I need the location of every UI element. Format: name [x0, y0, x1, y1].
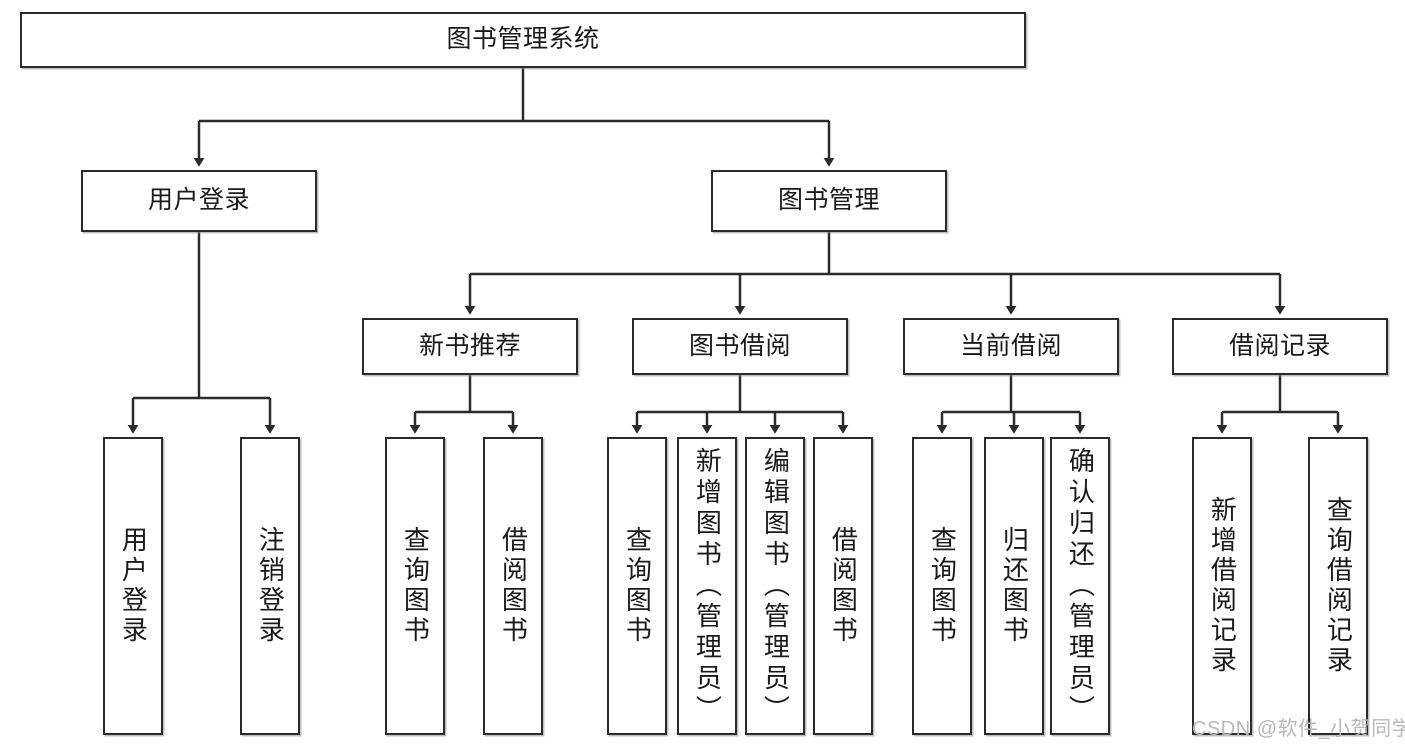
node-leaf-query-book-3[interactable]: 查询图书: [912, 437, 972, 735]
node-leaf-user-logout-label: 注销登录: [255, 526, 286, 646]
node-current-borrow[interactable]: 当前借阅: [903, 318, 1119, 375]
node-new-book-recommend-label: 新书推荐: [418, 331, 521, 360]
node-new-book-recommend[interactable]: 新书推荐: [362, 318, 578, 375]
node-leaf-add-book-admin-label: 新增图书（管理员）: [692, 446, 723, 726]
node-book-manage-label: 图书管理: [777, 186, 880, 215]
node-leaf-query-book-1[interactable]: 查询图书: [385, 437, 445, 735]
node-leaf-add-borrow-record[interactable]: 新增借阅记录: [1192, 437, 1252, 735]
node-leaf-query-borrow-record-label: 查询借阅记录: [1323, 496, 1354, 676]
node-book-borrow-label: 图书借阅: [688, 331, 791, 360]
node-leaf-query-book-1-label: 查询图书: [400, 526, 431, 646]
node-leaf-return-book[interactable]: 归还图书: [984, 437, 1044, 735]
node-borrow-record-label: 借阅记录: [1228, 331, 1331, 360]
node-current-borrow-label: 当前借阅: [959, 331, 1062, 360]
node-user-login-label: 用户登录: [147, 186, 250, 215]
node-root-label: 图书管理系统: [446, 25, 600, 54]
node-leaf-borrow-book-1[interactable]: 借阅图书: [483, 437, 543, 735]
node-leaf-query-book-3-label: 查询图书: [927, 526, 958, 646]
node-leaf-add-book-admin[interactable]: 新增图书（管理员）: [677, 437, 737, 735]
node-leaf-confirm-return-admin-label: 确认归还（管理员）: [1065, 446, 1096, 726]
node-book-borrow[interactable]: 图书借阅: [632, 318, 848, 375]
node-leaf-confirm-return-admin[interactable]: 确认归还（管理员）: [1050, 437, 1110, 735]
node-book-manage[interactable]: 图书管理: [711, 170, 947, 232]
node-root[interactable]: 图书管理系统: [20, 12, 1026, 68]
node-leaf-query-book-2[interactable]: 查询图书: [607, 437, 667, 735]
node-leaf-borrow-book-1-label: 借阅图书: [498, 526, 529, 646]
node-leaf-user-logout[interactable]: 注销登录: [240, 437, 300, 735]
node-leaf-borrow-book-2[interactable]: 借阅图书: [813, 437, 873, 735]
node-leaf-user-login-label: 用户登录: [118, 526, 149, 646]
node-user-login[interactable]: 用户登录: [81, 170, 317, 232]
node-leaf-return-book-label: 归还图书: [999, 526, 1030, 646]
node-leaf-edit-book-admin-label: 编辑图书（管理员）: [760, 446, 791, 726]
node-leaf-add-borrow-record-label: 新增借阅记录: [1207, 496, 1238, 676]
node-borrow-record[interactable]: 借阅记录: [1172, 318, 1388, 375]
node-leaf-query-book-2-label: 查询图书: [622, 526, 653, 646]
node-leaf-user-login[interactable]: 用户登录: [103, 437, 163, 735]
node-leaf-borrow-book-2-label: 借阅图书: [828, 526, 859, 646]
node-leaf-edit-book-admin[interactable]: 编辑图书（管理员）: [745, 437, 805, 735]
node-leaf-query-borrow-record[interactable]: 查询借阅记录: [1308, 437, 1368, 735]
